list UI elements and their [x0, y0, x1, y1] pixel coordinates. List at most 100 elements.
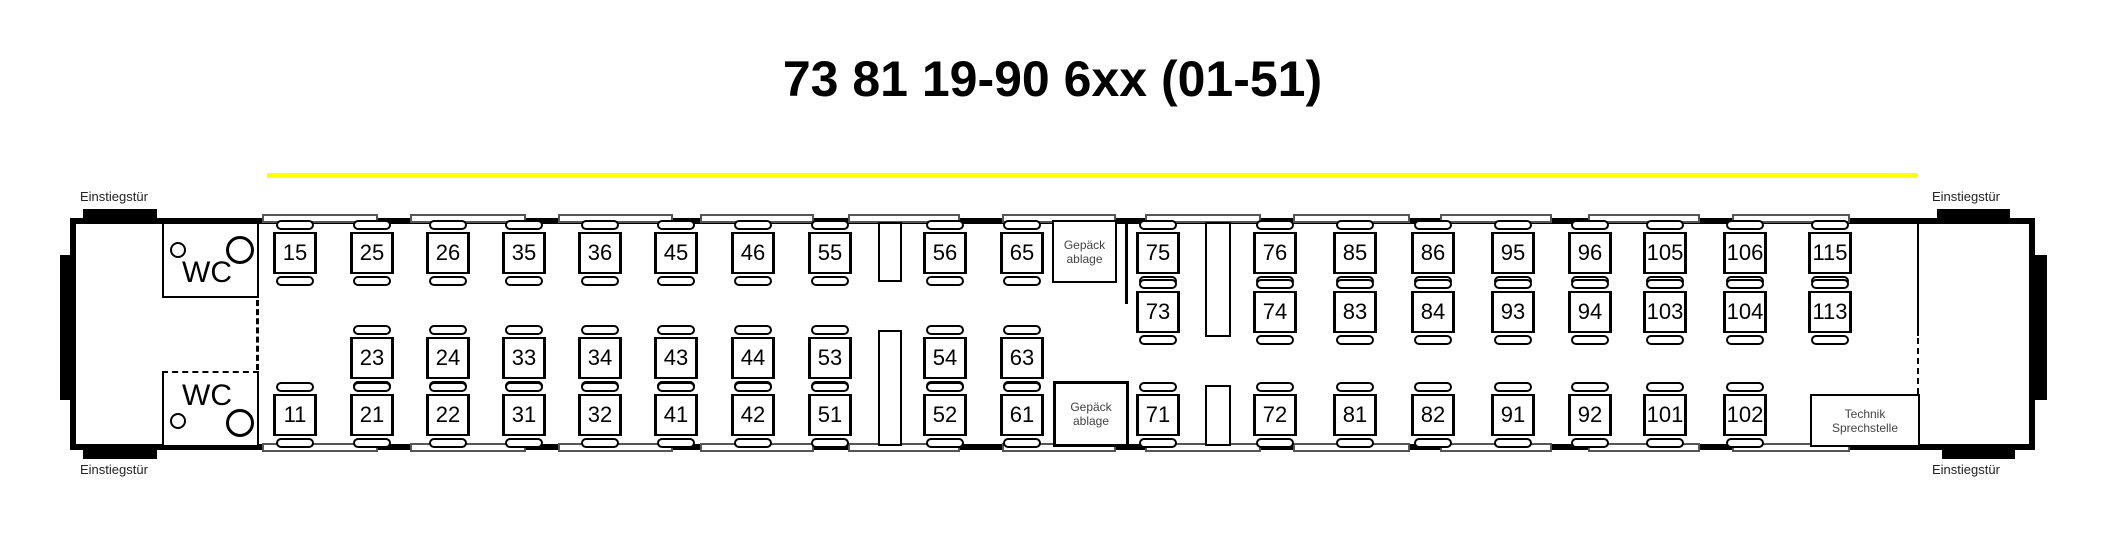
luggage-label: ablage: [1066, 251, 1103, 266]
seat-backrest: [1414, 382, 1452, 392]
seat-45[interactable]: 45: [654, 232, 698, 274]
seat-backrest: [657, 382, 695, 392]
seat-46[interactable]: 46: [731, 232, 775, 274]
seat-86[interactable]: 86: [1411, 232, 1455, 274]
seat-96[interactable]: 96: [1568, 232, 1612, 274]
seat-42[interactable]: 42: [731, 394, 775, 436]
seat-82[interactable]: 82: [1411, 394, 1455, 436]
seat-63[interactable]: 63: [1000, 337, 1044, 379]
seat-106[interactable]: 106: [1723, 232, 1767, 274]
seat-backrest: [429, 438, 467, 448]
seat-backrest: [811, 220, 849, 230]
seat-83[interactable]: 83: [1333, 291, 1377, 333]
window: [1588, 214, 1700, 223]
seat-52[interactable]: 52: [923, 394, 967, 436]
seat-backrest: [1256, 382, 1294, 392]
door-top-right[interactable]: [1937, 209, 2010, 221]
seat-65[interactable]: 65: [1000, 232, 1044, 274]
seat-85[interactable]: 85: [1333, 232, 1377, 274]
table: [1205, 385, 1231, 446]
seat-54[interactable]: 54: [923, 337, 967, 379]
seat-43[interactable]: 43: [654, 337, 698, 379]
seat-101[interactable]: 101: [1643, 394, 1687, 436]
seat-95[interactable]: 95: [1491, 232, 1535, 274]
seat-75[interactable]: 75: [1136, 232, 1180, 274]
toilet-icon: [226, 409, 254, 437]
seat-22[interactable]: 22: [426, 394, 470, 436]
seat-35[interactable]: 35: [502, 232, 546, 274]
seat-51[interactable]: 51: [808, 394, 852, 436]
seat-25[interactable]: 25: [350, 232, 394, 274]
seat-53[interactable]: 53: [808, 337, 852, 379]
seat-backrest: [734, 325, 772, 335]
seat-backrest: [429, 276, 467, 286]
seat-103[interactable]: 103: [1643, 291, 1687, 333]
seat-33[interactable]: 33: [502, 337, 546, 379]
seat-backrest: [505, 382, 543, 392]
seat-84[interactable]: 84: [1411, 291, 1455, 333]
seat-backrest: [429, 220, 467, 230]
seat-32[interactable]: 32: [578, 394, 622, 436]
coupling-right: [2033, 255, 2047, 400]
door-bottom-left[interactable]: [83, 447, 157, 459]
seat-backrest: [811, 438, 849, 448]
seat-71[interactable]: 71: [1136, 394, 1180, 436]
seat-21[interactable]: 21: [350, 394, 394, 436]
seat-backrest: [1646, 279, 1684, 289]
seat-76[interactable]: 76: [1253, 232, 1297, 274]
seat-36[interactable]: 36: [578, 232, 622, 274]
seat-41[interactable]: 41: [654, 394, 698, 436]
seat-backrest: [811, 325, 849, 335]
seat-11[interactable]: 11: [273, 394, 317, 436]
door-label-bottom-left: Einstiegstür: [80, 462, 148, 477]
seat-backrest: [1571, 438, 1609, 448]
seat-93[interactable]: 93: [1491, 291, 1535, 333]
seat-73[interactable]: 73: [1136, 291, 1180, 333]
seat-backrest: [1494, 438, 1532, 448]
seat-26[interactable]: 26: [426, 232, 470, 274]
seat-backrest: [276, 382, 314, 392]
seat-113[interactable]: 113: [1808, 291, 1852, 333]
seat-105[interactable]: 105: [1643, 232, 1687, 274]
seat-102[interactable]: 102: [1723, 394, 1767, 436]
seat-55[interactable]: 55: [808, 232, 852, 274]
door-label-top-right: Einstiegstür: [1932, 189, 2000, 204]
vestibule-partition-left: [256, 300, 259, 370]
seat-56[interactable]: 56: [923, 232, 967, 274]
seat-34[interactable]: 34: [578, 337, 622, 379]
seat-backrest: [1646, 382, 1684, 392]
seat-81[interactable]: 81: [1333, 394, 1377, 436]
table: [878, 330, 902, 446]
seat-backrest: [581, 276, 619, 286]
seat-backrest: [1139, 438, 1177, 448]
seat-backrest: [1139, 382, 1177, 392]
seat-24[interactable]: 24: [426, 337, 470, 379]
seat-backrest: [1256, 220, 1294, 230]
window: [410, 214, 526, 223]
seat-91[interactable]: 91: [1491, 394, 1535, 436]
seat-15[interactable]: 15: [273, 232, 317, 274]
partition-line: [1125, 222, 1128, 304]
seat-104[interactable]: 104: [1723, 291, 1767, 333]
door-label-top-left: Einstiegstür: [80, 189, 148, 204]
seat-74[interactable]: 74: [1253, 291, 1297, 333]
seat-44[interactable]: 44: [731, 337, 775, 379]
seat-backrest: [1256, 279, 1294, 289]
seat-115[interactable]: 115: [1808, 232, 1852, 274]
seat-backrest: [1414, 335, 1452, 345]
seat-92[interactable]: 92: [1568, 394, 1612, 436]
door-top-left[interactable]: [83, 209, 157, 221]
seat-31[interactable]: 31: [502, 394, 546, 436]
seat-72[interactable]: 72: [1253, 394, 1297, 436]
seat-23[interactable]: 23: [350, 337, 394, 379]
door-bottom-right[interactable]: [1942, 447, 2015, 459]
seat-backrest: [353, 276, 391, 286]
window: [1732, 214, 1850, 223]
seat-94[interactable]: 94: [1568, 291, 1612, 333]
seat-backrest: [1003, 325, 1041, 335]
seat-backrest: [1494, 220, 1532, 230]
seat-backrest: [811, 276, 849, 286]
seat-backrest: [505, 438, 543, 448]
seat-61[interactable]: 61: [1000, 394, 1044, 436]
